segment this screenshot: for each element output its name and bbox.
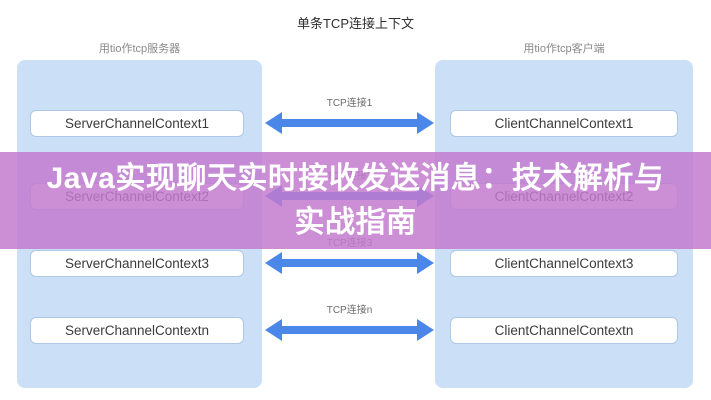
diagram-title: 单条TCP连接上下文	[296, 16, 414, 31]
double-arrow-icon	[265, 318, 434, 342]
server-context-box-3: ServerChannelContext3	[30, 250, 244, 277]
server-context-box-1: ServerChannelContext1	[30, 110, 244, 137]
client-context-box-1: ClientChannelContext1	[450, 110, 678, 137]
client-column-header: 用tio作tcp客户端	[523, 43, 605, 55]
server-column-header: 用tio作tcp服务器	[98, 43, 181, 55]
tcp-connection-label-n: TCP连接n	[326, 305, 373, 316]
client-context-box-n: ClientChannelContextn	[450, 317, 678, 344]
client-context-box-3: ClientChannelContext3	[450, 250, 678, 277]
double-arrow-icon	[265, 251, 434, 275]
banner-title: Java实现聊天实时接收发送消息：技术解析与实战指南	[46, 161, 665, 239]
tcp-connection-label-1: TCP连接1	[326, 98, 373, 109]
server-context-box-n: ServerChannelContextn	[30, 317, 244, 344]
title-banner: Java实现聊天实时接收发送消息：技术解析与实战指南	[0, 152, 711, 249]
double-arrow-icon	[265, 111, 434, 135]
